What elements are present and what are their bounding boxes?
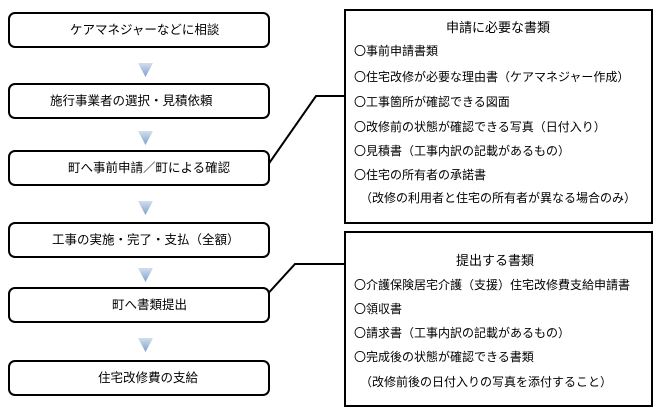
step-consult-label: ケアマネジャーなどに相談 xyxy=(70,22,220,37)
step-document-submission: 町へ書類提出 xyxy=(8,287,270,323)
list-item: 〇住宅の所有者の承諾書 xyxy=(354,168,487,182)
step-payment-received: 住宅改修費の支給 xyxy=(8,360,270,396)
step-document-submission-label: 町へ書類提出 xyxy=(112,297,188,312)
step-contractor-selection-label: 施行事業者の選択・見積依頼 xyxy=(50,93,213,108)
panel-submission-documents: 提出する書類 〇介護保険居宅介護（支援）住宅改修費支給申請書 〇領収書 〇請求書… xyxy=(344,231,653,407)
list-item: 〇介護保険居宅介護（支援）住宅改修費支給申請書 xyxy=(354,278,631,292)
list-item: 〇事前申請書類 xyxy=(354,44,439,58)
list-item: 〇改修前の状態が確認できる写真（日付入り） xyxy=(354,120,606,134)
step-pre-application: 町へ事前申請／町による確認 xyxy=(8,150,270,186)
list-item: 〇工事箇所が確認できる図面 xyxy=(354,95,510,109)
step-construction-payment: 工事の実施・完了・支払（全額） xyxy=(8,222,270,258)
step-pre-application-label: 町へ事前申請／町による確認 xyxy=(68,160,231,175)
panel-application-title: 申請に必要な書類 xyxy=(446,21,551,36)
list-item: 〇完成後の状態が確認できる書類 xyxy=(354,350,534,364)
down-arrow-icon xyxy=(138,338,153,352)
down-arrow-icon xyxy=(138,201,153,215)
panel-application-documents: 申請に必要な書類 〇事前申請書類 〇住宅改修が必要な理由書（ケアマネジャー作成）… xyxy=(344,9,653,224)
step-payment-received-label: 住宅改修費の支給 xyxy=(98,370,199,385)
connector-application xyxy=(255,95,345,183)
list-item-note: （改修の利用者と住宅の所有者が異なる場合のみ） xyxy=(360,191,637,205)
step-consult: ケアマネジャーなどに相談 xyxy=(8,12,270,48)
down-arrow-icon xyxy=(138,268,153,282)
down-arrow-icon xyxy=(138,63,153,77)
list-item: 〇見積書（工事内訳の記載があるもの） xyxy=(354,144,571,158)
panel-submission-title: 提出する書類 xyxy=(456,254,535,269)
list-item: 〇請求書（工事内訳の記載があるもの） xyxy=(354,326,571,340)
list-item-note: （改修前後の日付入りの写真を添付すること） xyxy=(360,375,613,389)
step-contractor-selection: 施行事業者の選択・見積依頼 xyxy=(8,83,270,119)
list-item: 〇領収書 xyxy=(354,302,403,316)
down-arrow-icon xyxy=(138,131,153,145)
list-item: 〇住宅改修が必要な理由書（ケアマネジャー作成） xyxy=(354,70,630,84)
step-construction-payment-label: 工事の実施・完了・支払（全額） xyxy=(52,232,240,247)
